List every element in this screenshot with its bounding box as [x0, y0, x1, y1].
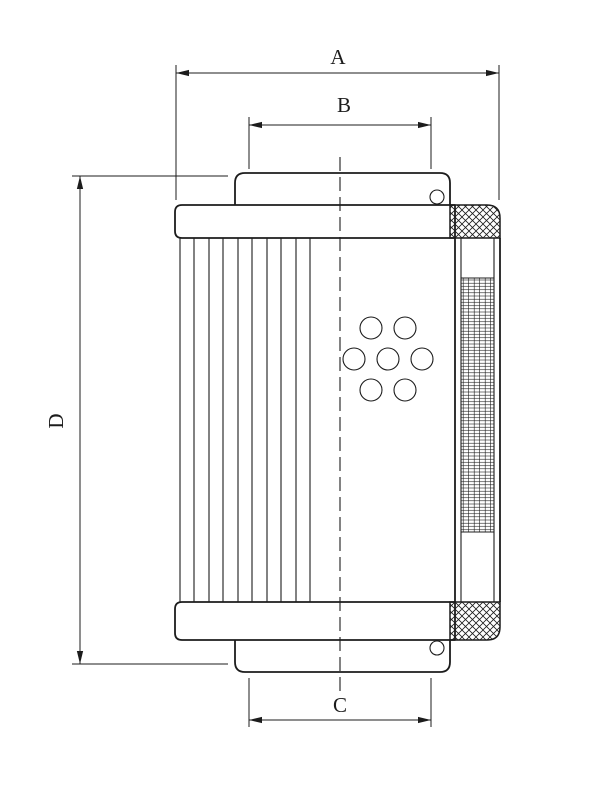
dimension-d: D	[44, 175, 228, 665]
dim-a-label: A	[330, 45, 346, 69]
pleat-lines	[179, 238, 311, 602]
o-ring-bottom	[429, 640, 445, 656]
dim-b-label: B	[337, 93, 351, 117]
filter-element-body	[174, 157, 501, 692]
dimension-c: C	[248, 678, 432, 727]
top-end-cap	[174, 204, 456, 239]
o-ring-top	[429, 189, 445, 205]
perforation-holes	[342, 316, 434, 402]
dim-c-label: C	[333, 693, 347, 717]
bottom-seal-crosshatch	[449, 601, 501, 641]
dim-d-label: D	[44, 413, 68, 428]
top-collar	[234, 172, 451, 205]
top-seal-crosshatch	[449, 204, 501, 239]
bottom-end-cap	[174, 601, 456, 641]
dimension-a: A	[175, 45, 500, 200]
bottom-collar	[234, 640, 451, 673]
dimension-b: B	[248, 93, 432, 169]
outer-wire-mesh	[460, 277, 495, 533]
